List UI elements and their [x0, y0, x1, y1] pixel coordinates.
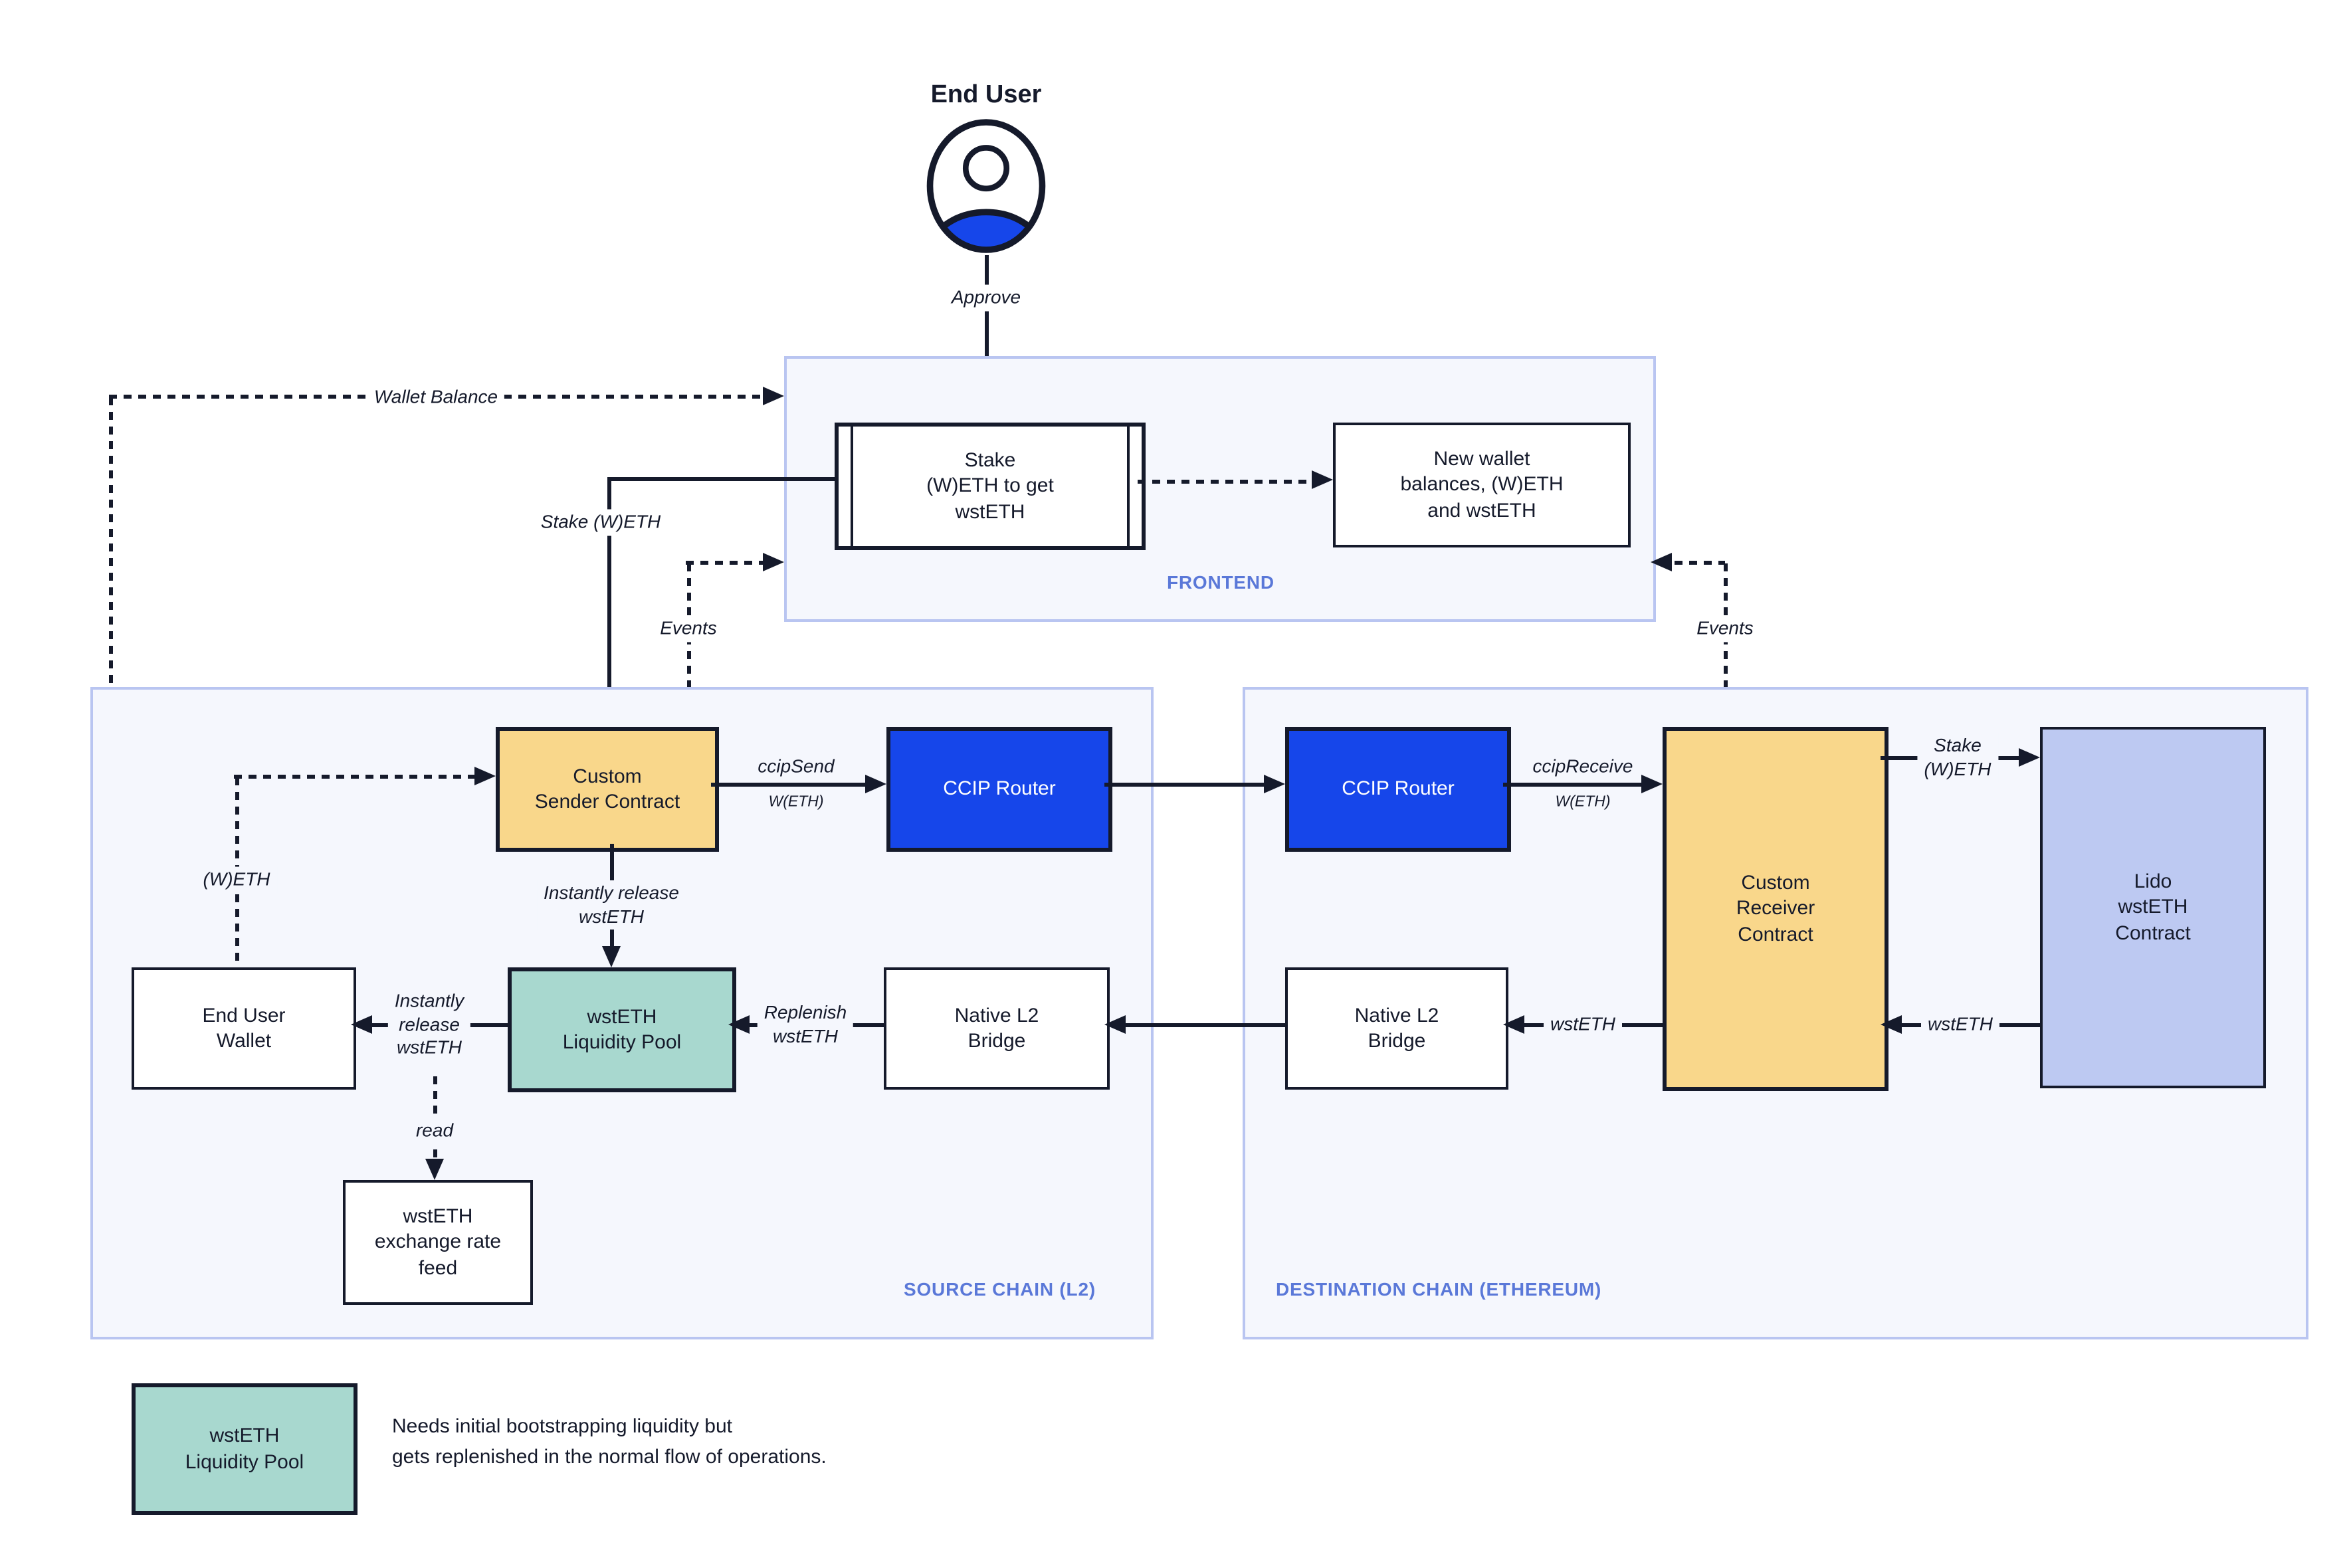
- bridge-to-bridge-arrowhead: [1104, 1015, 1126, 1034]
- end-user-wallet-text: End User Wallet: [202, 1004, 286, 1052]
- native-bridge-dest-text: Native L2 Bridge: [1354, 1004, 1439, 1052]
- events-left-label: Events: [653, 615, 724, 642]
- rate-feed-box: wstETH exchange rate feed: [343, 1180, 533, 1305]
- events-right-arrowhead: [1651, 553, 1672, 571]
- wsteth-bridge-arrowhead: [1503, 1015, 1524, 1034]
- connector-stake-to-newwallet: [1138, 480, 1322, 484]
- events-left-arrowhead: [763, 553, 784, 571]
- connector-approve-line: [984, 255, 988, 401]
- stake-box: Stake (W)ETH to get wstETH: [835, 423, 1146, 550]
- ccip-router-source-text: CCIP Router: [943, 777, 1056, 801]
- read-arrowhead: [425, 1159, 444, 1180]
- replenish-arrowhead: [728, 1015, 750, 1034]
- instant-v-arrowhead: [602, 946, 621, 967]
- native-bridge-dest-box: Native L2 Bridge: [1285, 967, 1508, 1090]
- custom-receiver-box: Custom Receiver Contract: [1663, 727, 1888, 1091]
- custom-sender-text: Custom Sender Contract: [534, 765, 680, 813]
- read-label: read: [409, 1118, 460, 1144]
- stake-box-left-rule: [851, 427, 853, 546]
- wallet-balance-arrowhead: [763, 387, 784, 405]
- stake-box-right-rule: [1127, 427, 1130, 546]
- rate-feed-text: wstETH exchange rate feed: [374, 1205, 502, 1280]
- ccipsend-arrowhead: [865, 775, 886, 793]
- connector-stake-weth-vertical: [607, 477, 611, 719]
- wsteth-lido-arrowhead: [1881, 1015, 1902, 1034]
- wallet-balance-label: Wallet Balance: [367, 384, 505, 411]
- stake-dest-arrowhead: [2019, 748, 2040, 767]
- legend-swatch-text: wstETH Liquidity Pool: [185, 1424, 304, 1473]
- instant-h-label: Instantly release wstETH: [387, 988, 471, 1061]
- stake-to-newwallet-arrowhead: [1312, 470, 1333, 489]
- legend-note: Needs initial bootstrapping liquidity bu…: [392, 1415, 827, 1469]
- stake-dest-label: Stake (W)ETH: [1917, 733, 1998, 782]
- ccipreceive-sublabel: W(ETH): [1548, 791, 1617, 814]
- source-chain-label: SOURCE CHAIN (L2): [904, 1278, 1096, 1300]
- ccipreceive-label: ccipReceive: [1526, 753, 1640, 780]
- ccip-router-dest-box: CCIP Router: [1285, 727, 1511, 852]
- connector-events-right-horizontal: [1675, 561, 1725, 565]
- wsteth-lido-label: wstETH: [1921, 1011, 1999, 1038]
- ccip-router-source-box: CCIP Router: [886, 727, 1112, 852]
- replenish-label: Replenish wstETH: [757, 1000, 854, 1049]
- connector-ccipsend-line: [711, 783, 878, 787]
- end-user-title: End User: [930, 81, 1042, 109]
- person-icon: [922, 117, 1050, 255]
- destination-chain-label: DESTINATION CHAIN (ETHEREUM): [1276, 1278, 1602, 1300]
- wsteth-bridge-label: wstETH: [1544, 1011, 1622, 1038]
- lido-contract-box: Lido wstETH Contract: [2040, 727, 2266, 1088]
- new-wallet-box: New wallet balances, (W)ETH and wstETH: [1333, 423, 1631, 547]
- weth-arrowhead: [474, 767, 496, 785]
- connector-weth-horizontal: [234, 775, 474, 779]
- connector-bridge-to-bridge: [1112, 1023, 1285, 1027]
- end-user-wallet-box: End User Wallet: [132, 967, 356, 1090]
- native-bridge-source-box: Native L2 Bridge: [884, 967, 1110, 1090]
- liquidity-pool-text: wstETH Liquidity Pool: [562, 1005, 682, 1054]
- custom-receiver-text: Custom Receiver Contract: [1736, 871, 1815, 946]
- new-wallet-box-text: New wallet balances, (W)ETH and wstETH: [1400, 447, 1564, 522]
- ccipsend-label: ccipSend: [751, 753, 841, 780]
- connector-stake-weth-horizontal: [607, 477, 835, 481]
- instant-h-arrowhead: [351, 1015, 372, 1034]
- native-bridge-source-text: Native L2 Bridge: [954, 1004, 1039, 1052]
- connector-ccipreceive-line: [1503, 783, 1655, 787]
- stake-box-text: Stake (W)ETH to get wstETH: [926, 448, 1054, 524]
- approve-label: Approve: [944, 284, 1028, 311]
- custom-sender-box: Custom Sender Contract: [496, 727, 719, 852]
- weth-label: (W)ETH: [196, 866, 277, 893]
- liquidity-pool-box: wstETH Liquidity Pool: [508, 967, 736, 1092]
- frontend-label: FRONTEND: [1167, 571, 1275, 593]
- events-right-label: Events: [1690, 615, 1760, 642]
- router-to-router-arrowhead: [1264, 775, 1285, 793]
- lido-contract-text: Lido wstETH Contract: [2115, 870, 2191, 945]
- ccipreceive-arrowhead: [1641, 775, 1663, 793]
- connector-events-right-vertical: [1723, 563, 1727, 727]
- legend-swatch-box: wstETH Liquidity Pool: [132, 1383, 357, 1515]
- ccip-router-dest-text: CCIP Router: [1342, 777, 1455, 801]
- stake-weth-label: Stake (W)ETH: [534, 509, 668, 536]
- connector-events-left-horizontal: [686, 561, 765, 565]
- connector-events-left-vertical: [686, 563, 690, 727]
- ccipsend-sublabel: W(ETH): [762, 791, 831, 814]
- instant-v-label: Instantly release wstETH: [537, 880, 686, 930]
- connector-router-to-router: [1104, 783, 1277, 787]
